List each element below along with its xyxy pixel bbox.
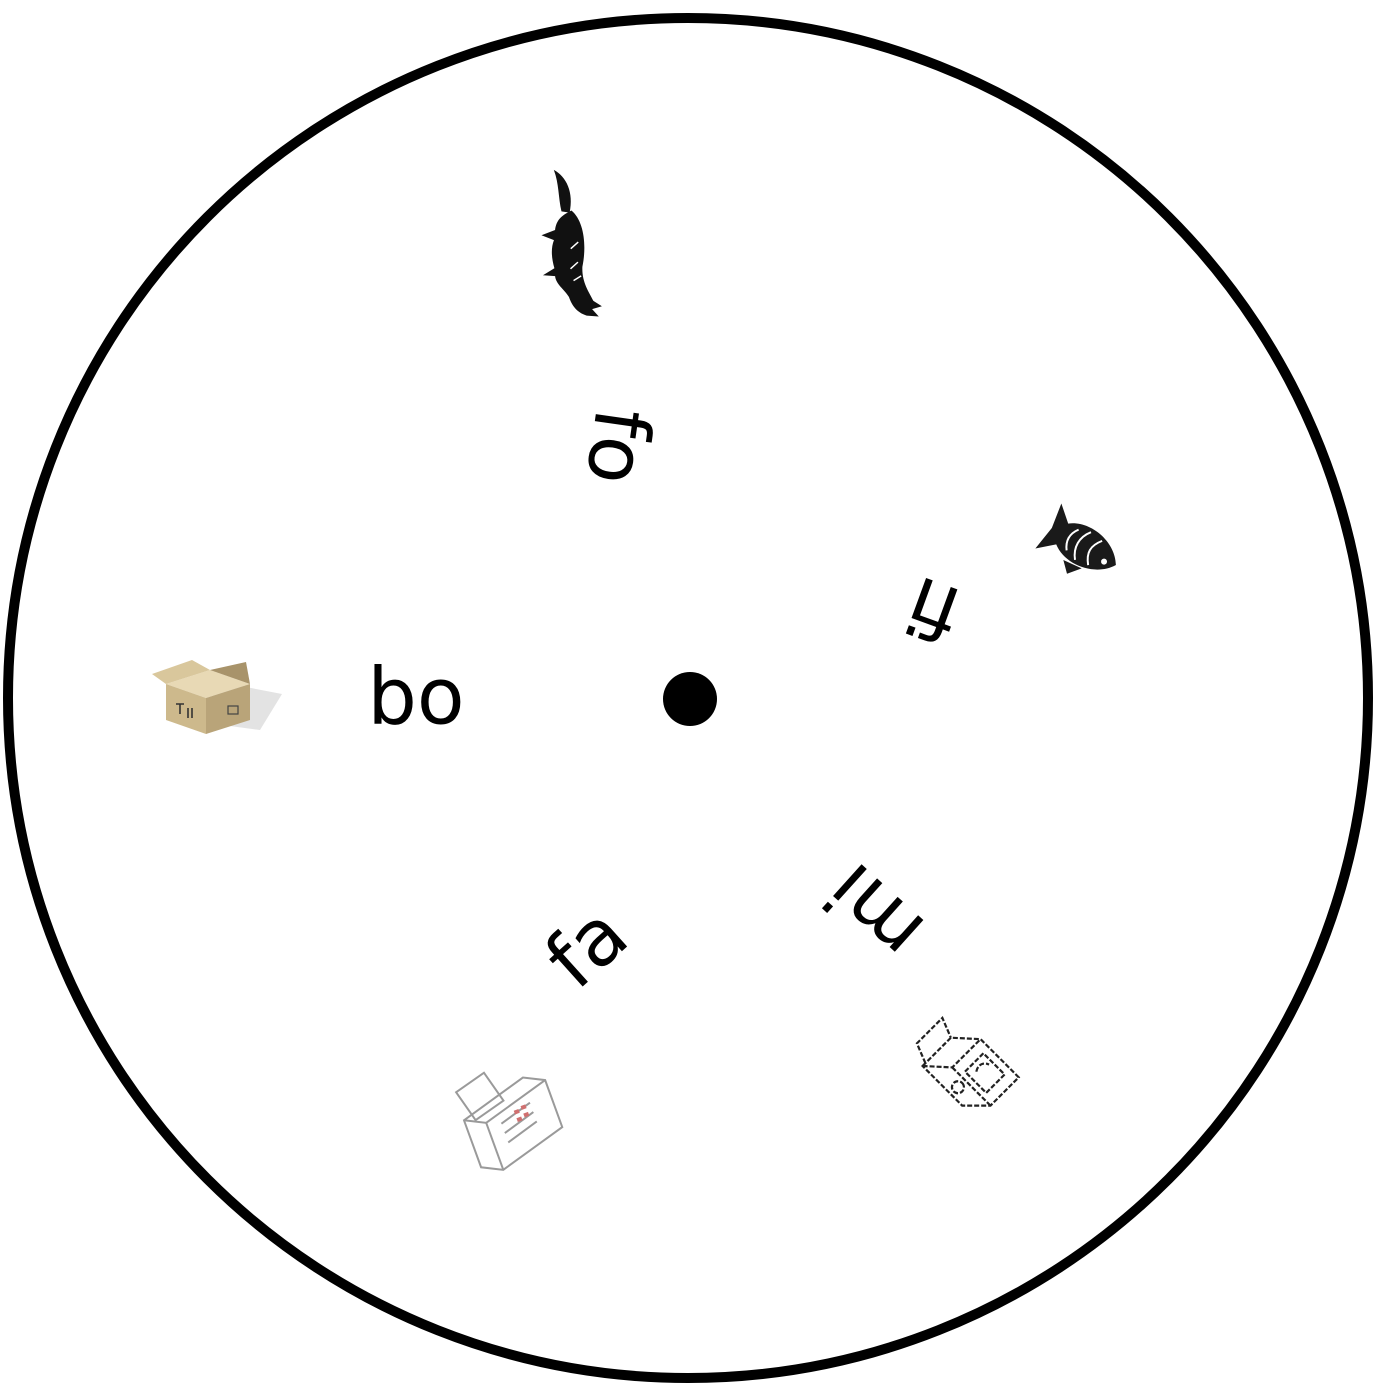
fax-machine-icon	[451, 1054, 569, 1177]
box-icon	[152, 660, 282, 734]
milk-carton-icon	[908, 1009, 1018, 1119]
syllable-fi: fi	[895, 558, 972, 659]
syllable-fo: fo	[568, 403, 668, 490]
syllable-fa: fa	[529, 889, 645, 1006]
fish-icon	[1032, 503, 1129, 592]
syllable-mi: mi	[809, 845, 942, 977]
syllable-bo: bo	[367, 652, 464, 742]
fox-icon	[534, 167, 603, 321]
wheel-center-dot	[663, 672, 717, 726]
